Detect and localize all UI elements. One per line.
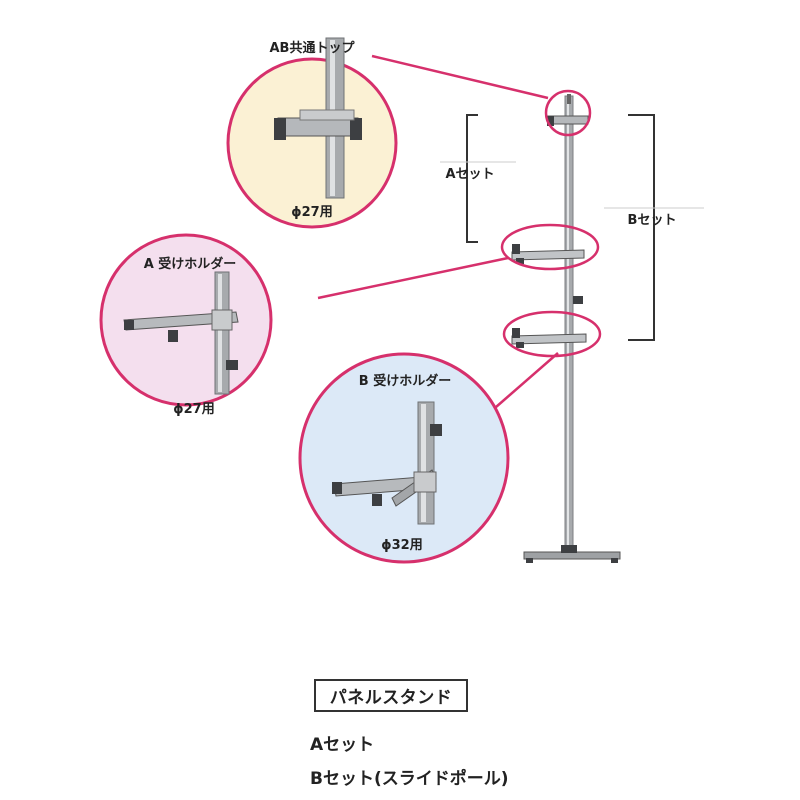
ab-top-title: AB共通トップ	[270, 40, 356, 56]
ab-top-part-illustration	[274, 37, 362, 199]
a-holder-part-illustration	[123, 271, 239, 395]
caption-line-b-set: Bセット(スライドポール)	[310, 769, 509, 789]
connector-a-holder	[317, 256, 509, 300]
callout-ab-top-circle	[226, 57, 398, 229]
stand-a-holder	[511, 249, 585, 261]
stand-b-holder-highlight	[502, 310, 602, 358]
a-holder-spec: ϕ27用	[173, 402, 214, 417]
callout-b-holder-circle	[298, 352, 510, 564]
ab-top-spec: ϕ27用	[291, 205, 332, 220]
connector-ab-top	[371, 54, 549, 100]
b-set-bracket	[604, 114, 704, 341]
stand-top-highlight	[544, 89, 592, 137]
a-holder-title: A 受けホルダー	[144, 256, 237, 272]
a-set-label: Aセット	[445, 167, 494, 182]
connector-lines	[317, 54, 559, 415]
stand-b-holder	[511, 333, 587, 345]
b-holder-part-illustration	[332, 401, 442, 525]
caption-line-a-set: Aセット	[310, 735, 375, 755]
b-holder-title: B 受けホルダー	[359, 373, 451, 389]
stand-knob	[573, 296, 583, 304]
b-set-label: Bセット	[628, 213, 677, 228]
b-holder-spec: ϕ32用	[381, 538, 422, 553]
stand-a-holder-highlight	[500, 223, 600, 271]
connector-b-holder	[487, 352, 559, 415]
product-name-box: パネルスタンド	[314, 679, 468, 712]
product-name: パネルスタンド	[329, 688, 453, 708]
a-set-bracket	[440, 114, 516, 243]
stand-illustration	[511, 94, 621, 563]
stand-base	[523, 551, 621, 560]
